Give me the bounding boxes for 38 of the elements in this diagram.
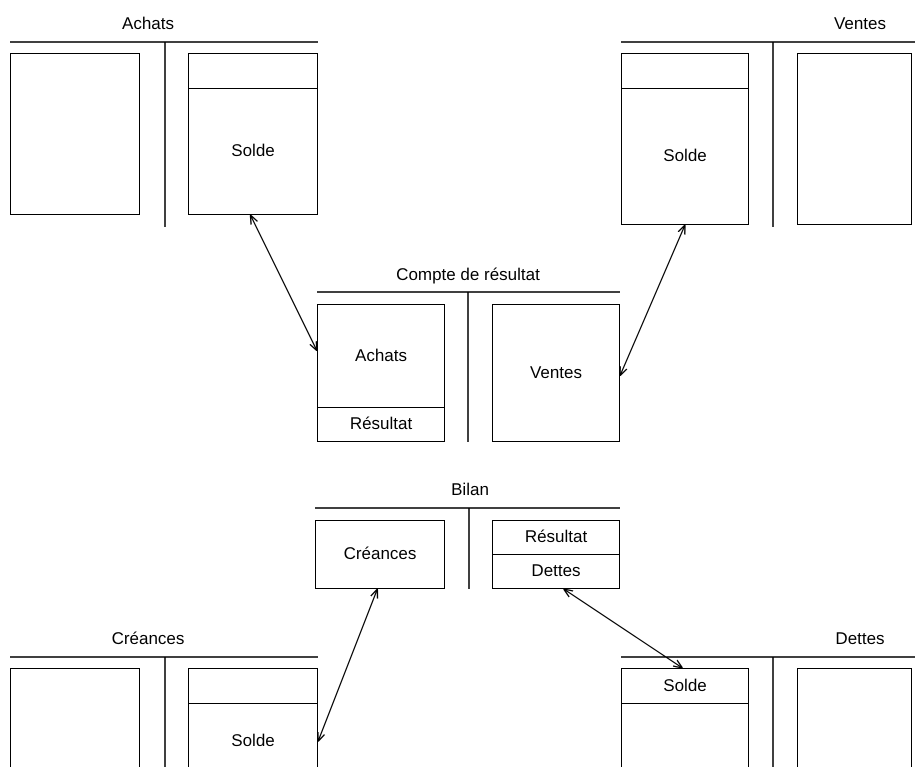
empty-box	[621, 53, 749, 89]
arrow	[619, 224, 686, 376]
empty-box	[10, 53, 140, 215]
empty-box	[10, 668, 140, 767]
account-entry: Dettes	[531, 562, 581, 581]
account-title: Achats	[122, 14, 174, 34]
account-box	[621, 88, 749, 225]
empty-box	[188, 53, 318, 89]
account-entry: Solde	[231, 732, 275, 751]
account-entry: Achats	[355, 346, 407, 366]
account-title: Bilan	[451, 480, 489, 500]
account-entry: Créances	[344, 545, 416, 564]
arrow	[317, 588, 378, 742]
account-title: Ventes	[834, 14, 886, 34]
arrow	[563, 588, 684, 669]
account-box	[492, 554, 620, 589]
account-title: Dettes	[835, 629, 885, 649]
account-title: Compte de résultat	[396, 265, 540, 285]
empty-box	[621, 703, 749, 767]
account-box	[492, 304, 620, 442]
account-box	[317, 304, 445, 408]
account-title: Créances	[112, 629, 184, 649]
empty-box	[188, 668, 318, 704]
empty-box	[797, 668, 912, 767]
account-box	[317, 407, 445, 442]
account-box	[188, 88, 318, 215]
empty-box	[797, 53, 912, 225]
account-entry: Solde	[231, 142, 275, 161]
account-entry: Résultat	[350, 415, 412, 434]
account-box	[315, 520, 445, 589]
arrow	[250, 214, 318, 352]
account-box	[188, 703, 318, 767]
account-entry: Résultat	[524, 528, 588, 547]
account-entry: Solde	[663, 147, 707, 166]
account-entry: Solde	[663, 676, 707, 696]
account-box	[621, 668, 749, 704]
account-box	[492, 520, 620, 555]
account-entry: Ventes	[530, 364, 582, 382]
